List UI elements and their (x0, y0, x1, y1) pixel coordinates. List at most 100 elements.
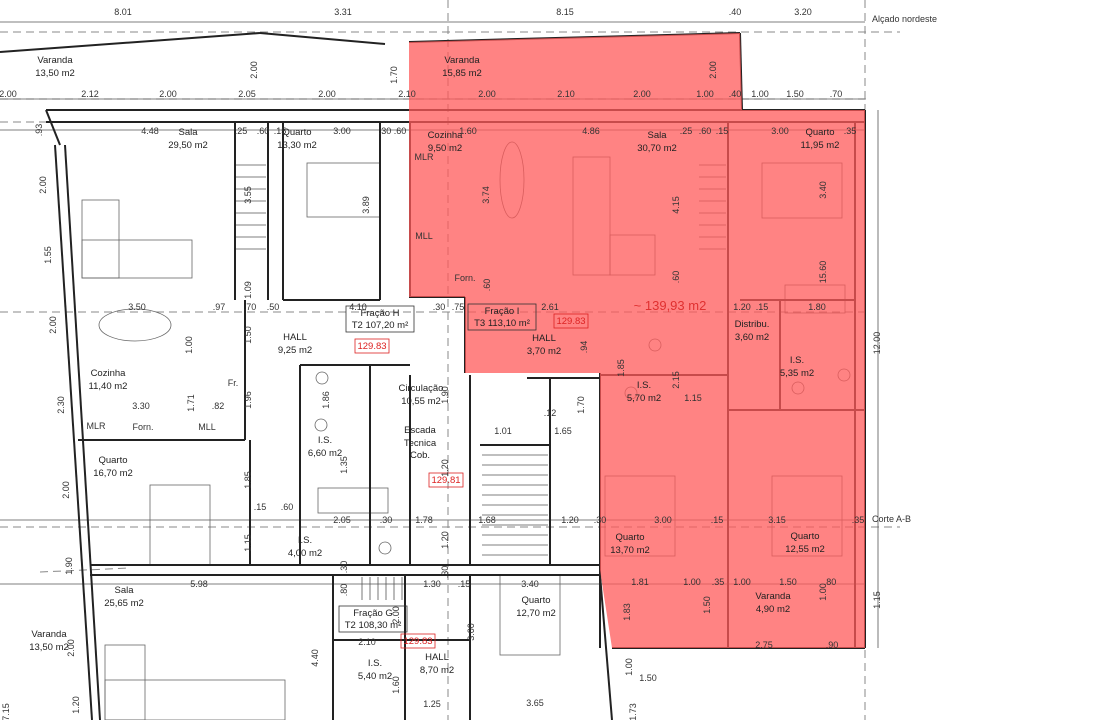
room-area: 5,40 m2 (358, 671, 392, 682)
room-name: I.S. (637, 380, 651, 391)
sofa (104, 679, 286, 720)
room-name: Varanda (31, 629, 67, 640)
dimension-label: .35 (712, 577, 725, 587)
dimension-label: 1.78 (415, 515, 433, 525)
dimension-label: 1.50 (639, 673, 657, 683)
dimension-label: .82 (212, 401, 225, 411)
dimension-label: 2.05 (238, 89, 256, 99)
dimension-label: .30 (380, 515, 393, 525)
room-name: HALL (532, 333, 556, 344)
dimension-label: 1.15 (872, 591, 882, 609)
dimension-label: 1.50 (779, 577, 797, 587)
dimension-label: 1.81 (631, 577, 649, 587)
room-name: Sala (114, 585, 134, 596)
wall (259, 32, 386, 45)
wall (599, 574, 613, 720)
dimension-label: 2.00 (61, 481, 71, 499)
dimension-label: 1.55 (43, 246, 53, 264)
dimension-label: .40 (729, 7, 742, 17)
room-name: Distribu. (735, 319, 770, 330)
dimension-label: 1.83 (622, 603, 632, 621)
elevation-tag: 129.83 (357, 341, 386, 352)
elevation-tag: 129.81 (431, 475, 460, 486)
fraction-box (338, 605, 408, 633)
room-area: 12,55 m2 (785, 544, 825, 555)
dimension-label: 1.20 (561, 515, 579, 525)
dimension-label: 2.00 (249, 61, 259, 79)
dimension-label: 3.00 (654, 515, 672, 525)
dimension-label: 1.60 (391, 676, 401, 694)
fraction-box (467, 303, 537, 331)
dimension-label: .60 (281, 502, 294, 512)
dimension-label: 2.00 (708, 61, 718, 79)
room-name: Quarto (790, 531, 819, 542)
room-area: 6,60 m2 (308, 448, 342, 459)
elevation-label: Alçado nordeste (872, 14, 937, 24)
sofa (104, 644, 146, 720)
dimension-label: 2.10 (358, 637, 376, 647)
dimension-label: 2.61 (541, 302, 559, 312)
dimension-label: .80 (824, 577, 837, 587)
dimension-label: 2.05 (333, 515, 351, 525)
fixture-label: Forn. (454, 273, 475, 283)
room-area: 13,30 m2 (277, 140, 317, 151)
room-area: 29,50 m2 (168, 140, 208, 151)
section-label: Corte A-B (872, 514, 911, 524)
room-name: I.S. (318, 435, 332, 446)
dimension-label: .15 (711, 515, 724, 525)
dimension-label: 1.70 (389, 66, 399, 84)
dimension-label: 1.50 (243, 326, 253, 344)
dimension-label: 1.00 (696, 89, 714, 99)
room-area: 4,90 m2 (756, 604, 790, 615)
room-area: 13,70 m2 (610, 545, 650, 556)
sanitary-fixture (315, 371, 329, 385)
fixture-label: Fr. (228, 378, 239, 388)
room-name: I.S. (790, 355, 804, 366)
dimension-label: .60 (394, 126, 407, 136)
dimension-label: .70 (830, 89, 843, 99)
dimension-label: 4.48 (141, 126, 159, 136)
dimension-label: 1.50 (786, 89, 804, 99)
dimension-label: 1.50 (702, 596, 712, 614)
elevation-tag-box (428, 472, 464, 488)
room-name: Varanda (444, 55, 480, 66)
room-name: HALL (283, 332, 307, 343)
dimension-label: 1.85 (243, 471, 253, 489)
dimension-label: 1.70 (576, 396, 586, 414)
room-area: 9,50 m2 (428, 143, 462, 154)
bathtub (317, 487, 389, 514)
wall (54, 144, 93, 720)
dimension-label: .60 (699, 126, 712, 136)
dimension-label: .94 (579, 341, 589, 354)
dimension-label: 3.89 (361, 196, 371, 214)
fraction-name: Fração I (485, 306, 520, 317)
wall (0, 32, 261, 53)
dimension-label: 7.15 (1, 703, 11, 720)
dimension-label: 1.65 (554, 426, 572, 436)
dimension-label: .30 (440, 566, 450, 579)
dimension-label: .25 (235, 126, 248, 136)
dashed-reference-line (39, 567, 131, 573)
dimension-label: 1.00 (733, 577, 751, 587)
dimension-label: 3.40 (521, 579, 539, 589)
dimension-label: 3.15 (768, 515, 786, 525)
dimension-label: .93 (34, 124, 44, 137)
dimension-label: 1.73 (628, 703, 638, 720)
dimension-label: 1.20 (440, 531, 450, 549)
dimension-label: 3.50 (128, 302, 146, 312)
fixture-label: MLR (86, 421, 106, 431)
room-area: 15,85 m2 (442, 68, 482, 79)
dimension-label: 1.60 (459, 126, 477, 136)
room-area: 8,70 m2 (420, 665, 454, 676)
room-name: Quarto (521, 595, 550, 606)
elevation-tag: 129.83 (403, 636, 432, 647)
dimension-label: 2.00 (318, 89, 336, 99)
dimension-label: 1.30 (423, 579, 441, 589)
room-area: 11,95 m2 (801, 140, 840, 151)
dimension-label: 1.00 (683, 577, 701, 587)
dimension-label: .30 (379, 126, 392, 136)
dimension-label: 2.15 (671, 371, 681, 389)
fraction-i-highlight[interactable] (409, 33, 865, 648)
dimension-label: 2.10 (398, 89, 416, 99)
fraction-name: Fração G (353, 608, 393, 619)
